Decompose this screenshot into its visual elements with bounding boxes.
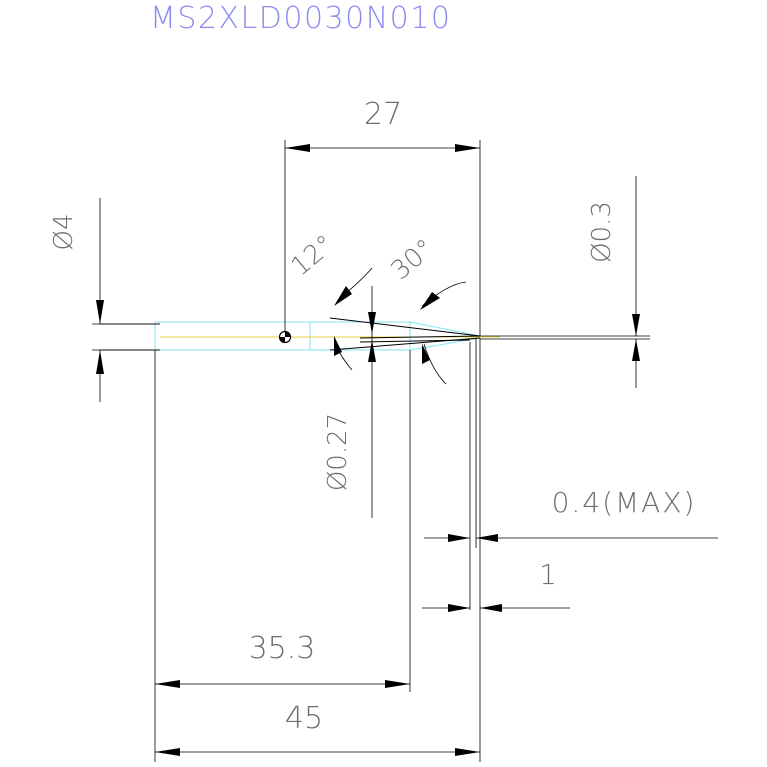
angle-30: 30° — [386, 234, 467, 385]
neck-diameter-label: Ø0.27 — [323, 413, 353, 491]
dimension-tip-length: 1 — [422, 338, 570, 620]
dimension-tip-diameter: Ø0.3 — [587, 176, 640, 388]
dimension-flute-length: 0.4(MAX) — [424, 338, 718, 610]
dimension-shank-diameter: Ø4 — [49, 198, 160, 402]
dimension-45: 45 — [155, 620, 481, 762]
dimension-45-label: 45 — [285, 701, 323, 736]
dimension-27: 27 — [284, 97, 481, 336]
angle-30-label: 30° — [386, 234, 441, 287]
dimension-neck-diameter: Ø0.27 — [323, 286, 376, 518]
part-number-title: MS2XLD0030N010 — [150, 1, 451, 36]
tool-outline — [100, 317, 650, 351]
dimension-35-3: 35.3 — [154, 350, 411, 762]
dimension-27-label: 27 — [364, 97, 402, 132]
angle-12-label: 12° — [286, 230, 341, 283]
flute-length-label: 0.4(MAX) — [552, 486, 697, 519]
shank-diameter-label: Ø4 — [49, 213, 79, 250]
tip-diameter-label: Ø0.3 — [587, 201, 617, 263]
dimension-35-3-label: 35.3 — [249, 631, 316, 666]
tip-length-label: 1 — [539, 558, 557, 591]
angle-12: 12° — [286, 230, 373, 371]
